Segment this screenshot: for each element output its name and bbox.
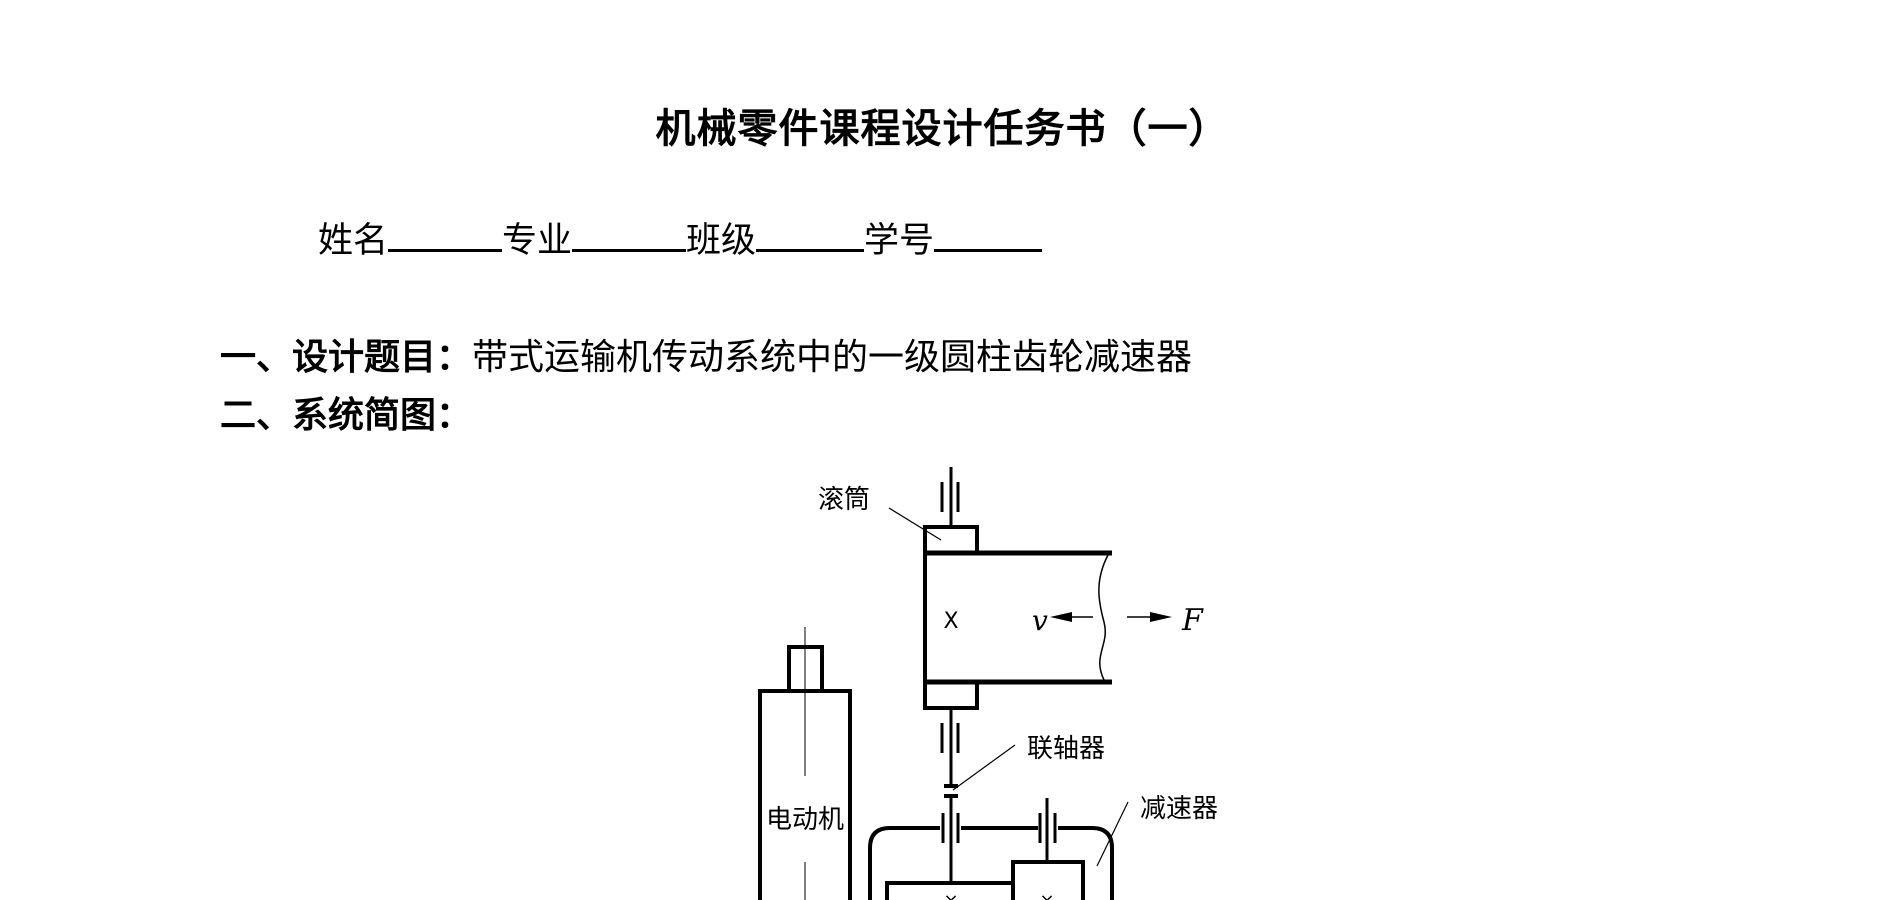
major-blank <box>572 219 687 252</box>
motor-label: 电动机 <box>766 805 844 835</box>
section-system-diagram: 二、系统简图： <box>220 386 472 438</box>
name-blank <box>388 219 503 252</box>
force-arrowhead <box>1150 612 1172 622</box>
section-label: 一、设计题目： <box>220 337 473 378</box>
belt-break-line <box>1098 554 1109 681</box>
student-id-label: 学号 <box>864 221 935 261</box>
coupling-label: 联轴器 <box>1027 734 1105 764</box>
class-label: 班级 <box>686 221 757 261</box>
velocity-arrowhead <box>1050 612 1072 622</box>
gear-mark: × <box>1039 890 1054 900</box>
drum-label: 滚筒 <box>818 485 870 515</box>
class-blank <box>756 219 865 252</box>
drum-upper-flange <box>923 525 979 555</box>
section-label: 二、系统简图： <box>220 395 473 436</box>
document-title: 机械零件课程设计任务书（一） <box>655 106 1230 152</box>
coupling-leader-line <box>952 744 1016 791</box>
velocity-symbol: v <box>1032 604 1048 637</box>
drum-cross-mark: X <box>943 609 958 634</box>
section-design-topic: 一、设计题目：带式运输机传动系统中的一级圆柱齿轮减速器 <box>220 328 1192 380</box>
force-symbol: F <box>1181 603 1204 638</box>
gear-mark: × <box>943 890 958 900</box>
drum-leader-line <box>888 507 942 541</box>
name-label: 姓名 <box>318 221 389 261</box>
student-info-line: 姓名 专业 班级 学号 <box>318 212 1043 263</box>
large-gear <box>885 881 1013 900</box>
reducer-label: 减速器 <box>1140 794 1218 824</box>
student-id-blank <box>934 219 1043 252</box>
reducer-housing <box>868 826 1114 900</box>
reducer-leader-line <box>1096 801 1129 867</box>
major-label: 专业 <box>502 221 573 261</box>
section-text: 带式运输机传动系统中的一级圆柱齿轮减速器 <box>472 337 1193 378</box>
drum-lower-flange <box>923 680 979 710</box>
